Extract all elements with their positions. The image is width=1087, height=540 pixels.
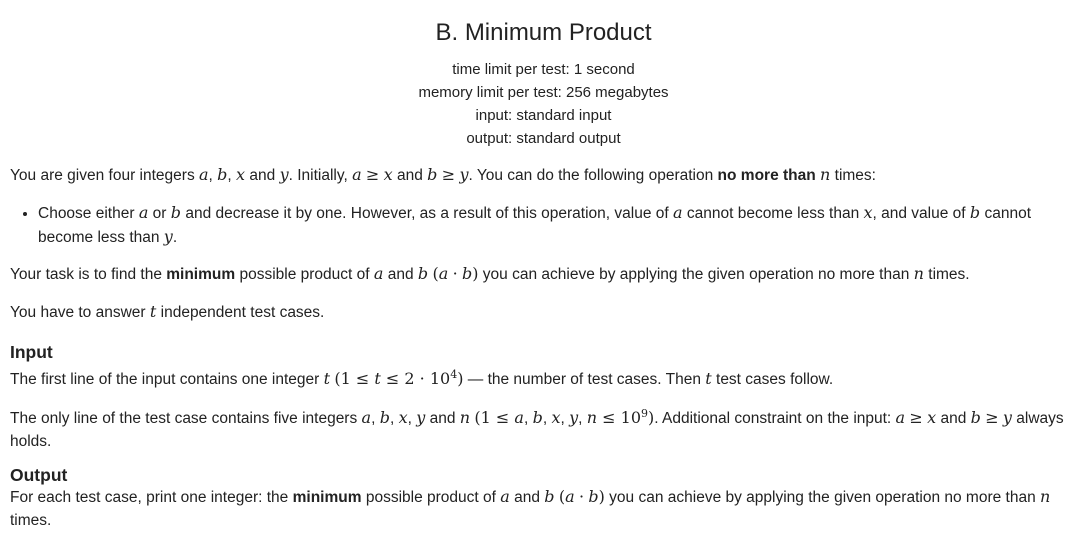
- input-file: input: standard input: [475, 107, 612, 124]
- time-limit: time limit per test: 1 second: [452, 61, 635, 78]
- list-item: Choose either a or b and decrease it by …: [38, 201, 1077, 249]
- output-heading: Output: [10, 465, 68, 485]
- statement-paragraph-1: You are given four integers a, b, x and …: [10, 165, 876, 184]
- input-paragraph-1: The first line of the input contains one…: [10, 368, 834, 388]
- operation-list: Choose either a or b and decrease it by …: [10, 201, 1077, 249]
- statement-paragraph-3: You have to answer t independent test ca…: [10, 302, 325, 321]
- memory-limit: memory limit per test: 256 megabytes: [418, 84, 669, 101]
- output-paragraph-1: For each test case, print one integer: t…: [10, 487, 1051, 529]
- output-file: output: standard output: [466, 130, 621, 147]
- statement-paragraph-2: Your task is to find the minimum possibl…: [10, 264, 970, 283]
- problem-header: B. Minimum Product time limit per test: …: [10, 0, 1077, 150]
- problem-title: B. Minimum Product: [435, 19, 652, 46]
- input-heading: Input: [10, 342, 53, 362]
- input-paragraph-2: The only line of the test case contains …: [10, 407, 1064, 450]
